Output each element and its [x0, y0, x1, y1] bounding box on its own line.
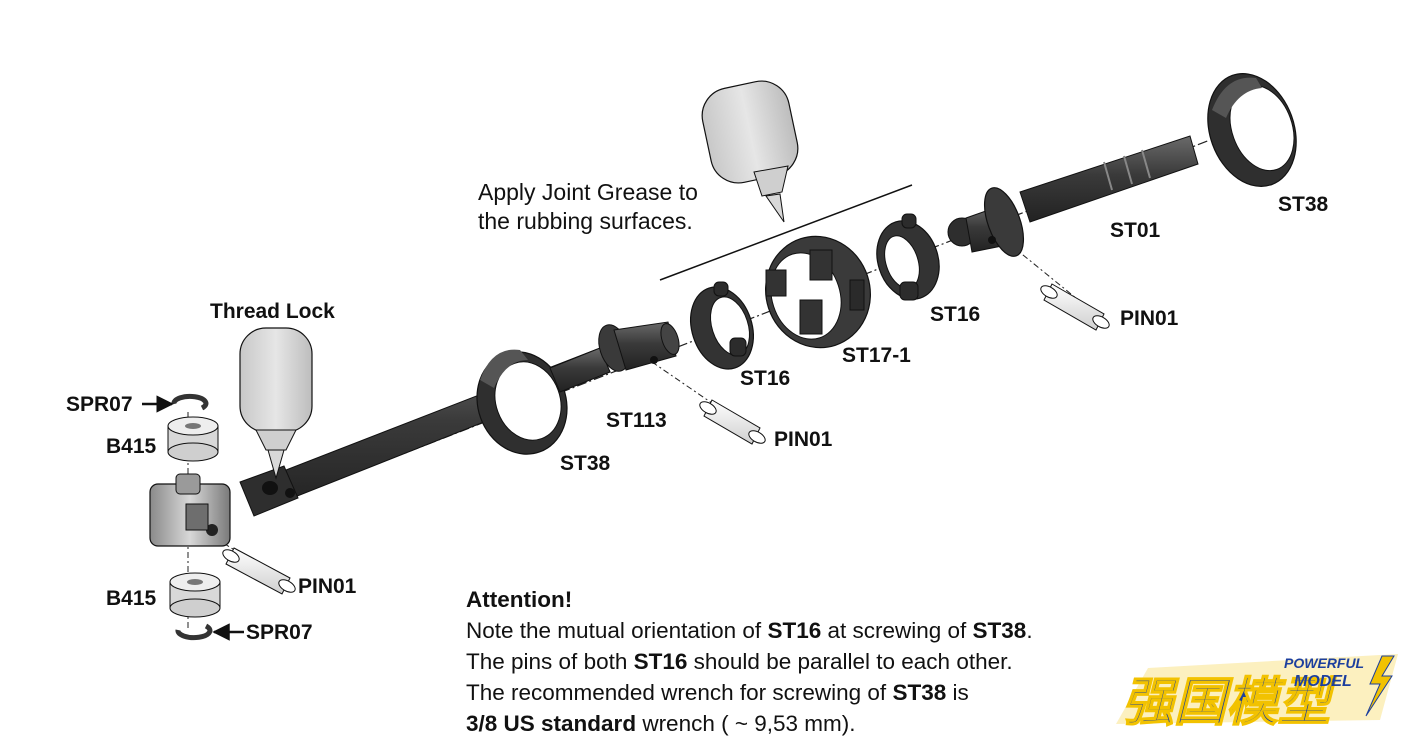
label-b415-top: B415	[106, 435, 157, 458]
label-thread-lock: Thread Lock	[210, 300, 335, 323]
attention-line-1: Note the mutual orientation of ST16 at s…	[466, 618, 1033, 643]
yoke-part	[149, 473, 231, 547]
label-spr07-bottom: SPR07	[246, 621, 313, 644]
label-pin01-middle: PIN01	[774, 428, 833, 451]
label-st113: ST113	[606, 409, 667, 432]
grease-callout-line	[659, 184, 913, 281]
attention-line-2: The pins of both ST16 should be parallel…	[466, 649, 1013, 674]
label-pin01-bottom: PIN01	[298, 575, 357, 598]
label-st38-left: ST38	[560, 452, 611, 475]
st113-hub	[598, 321, 680, 372]
grease-note-line-2: the rubbing surfaces.	[478, 208, 693, 234]
attention-line-4: 3/8 US standard wrench ( ~ 9,53 mm).	[466, 711, 856, 736]
label-st17-1: ST17-1	[842, 344, 911, 367]
st16-right-ring	[876, 213, 940, 301]
b415-top-bearing	[167, 416, 219, 462]
label-st01: ST01	[1110, 219, 1161, 242]
label-st16-left: ST16	[740, 367, 791, 390]
label-b415-bottom: B415	[106, 587, 157, 610]
st38-left-ring	[476, 347, 611, 455]
label-pin01-right: PIN01	[1120, 307, 1179, 330]
st17-1-cage	[765, 235, 871, 349]
label-spr07-top: SPR07	[66, 393, 133, 416]
pin01-middle-part	[699, 399, 766, 445]
attention-note: Attention! Note the mutual orientation o…	[466, 584, 1033, 739]
pin01-right-part	[1040, 283, 1110, 331]
logo-middle-text: MODEL	[1294, 673, 1352, 690]
label-st16-right: ST16	[930, 303, 981, 326]
pin01-bottom-part	[222, 547, 296, 595]
joint-grease-bottle-icon	[701, 80, 799, 223]
spr07-bottom-clip	[175, 623, 213, 641]
logo-top-text: POWERFUL	[1284, 655, 1364, 671]
st38-right-ring	[1207, 73, 1297, 187]
st16-left-ring	[690, 281, 754, 370]
lightning-bolt-icon	[1365, 655, 1395, 717]
thread-lock-bottle-icon	[239, 327, 313, 480]
b415-bottom-bearing	[169, 572, 221, 618]
spr07-top-clip	[171, 393, 209, 411]
logo-main-text: 强国模型	[1122, 673, 1337, 728]
attention-heading: Attention!	[466, 587, 573, 612]
grease-note-line-1: Apply Joint Grease to	[478, 179, 698, 205]
attention-line-3: The recommended wrench for screwing of S…	[466, 680, 969, 705]
st01-shaft	[947, 135, 1199, 257]
powerful-model-logo: 强国模型 POWERFUL MODEL	[1116, 654, 1398, 728]
label-st38-right: ST38	[1278, 193, 1329, 216]
grease-note: Apply Joint Grease to the rubbing surfac…	[478, 178, 698, 236]
